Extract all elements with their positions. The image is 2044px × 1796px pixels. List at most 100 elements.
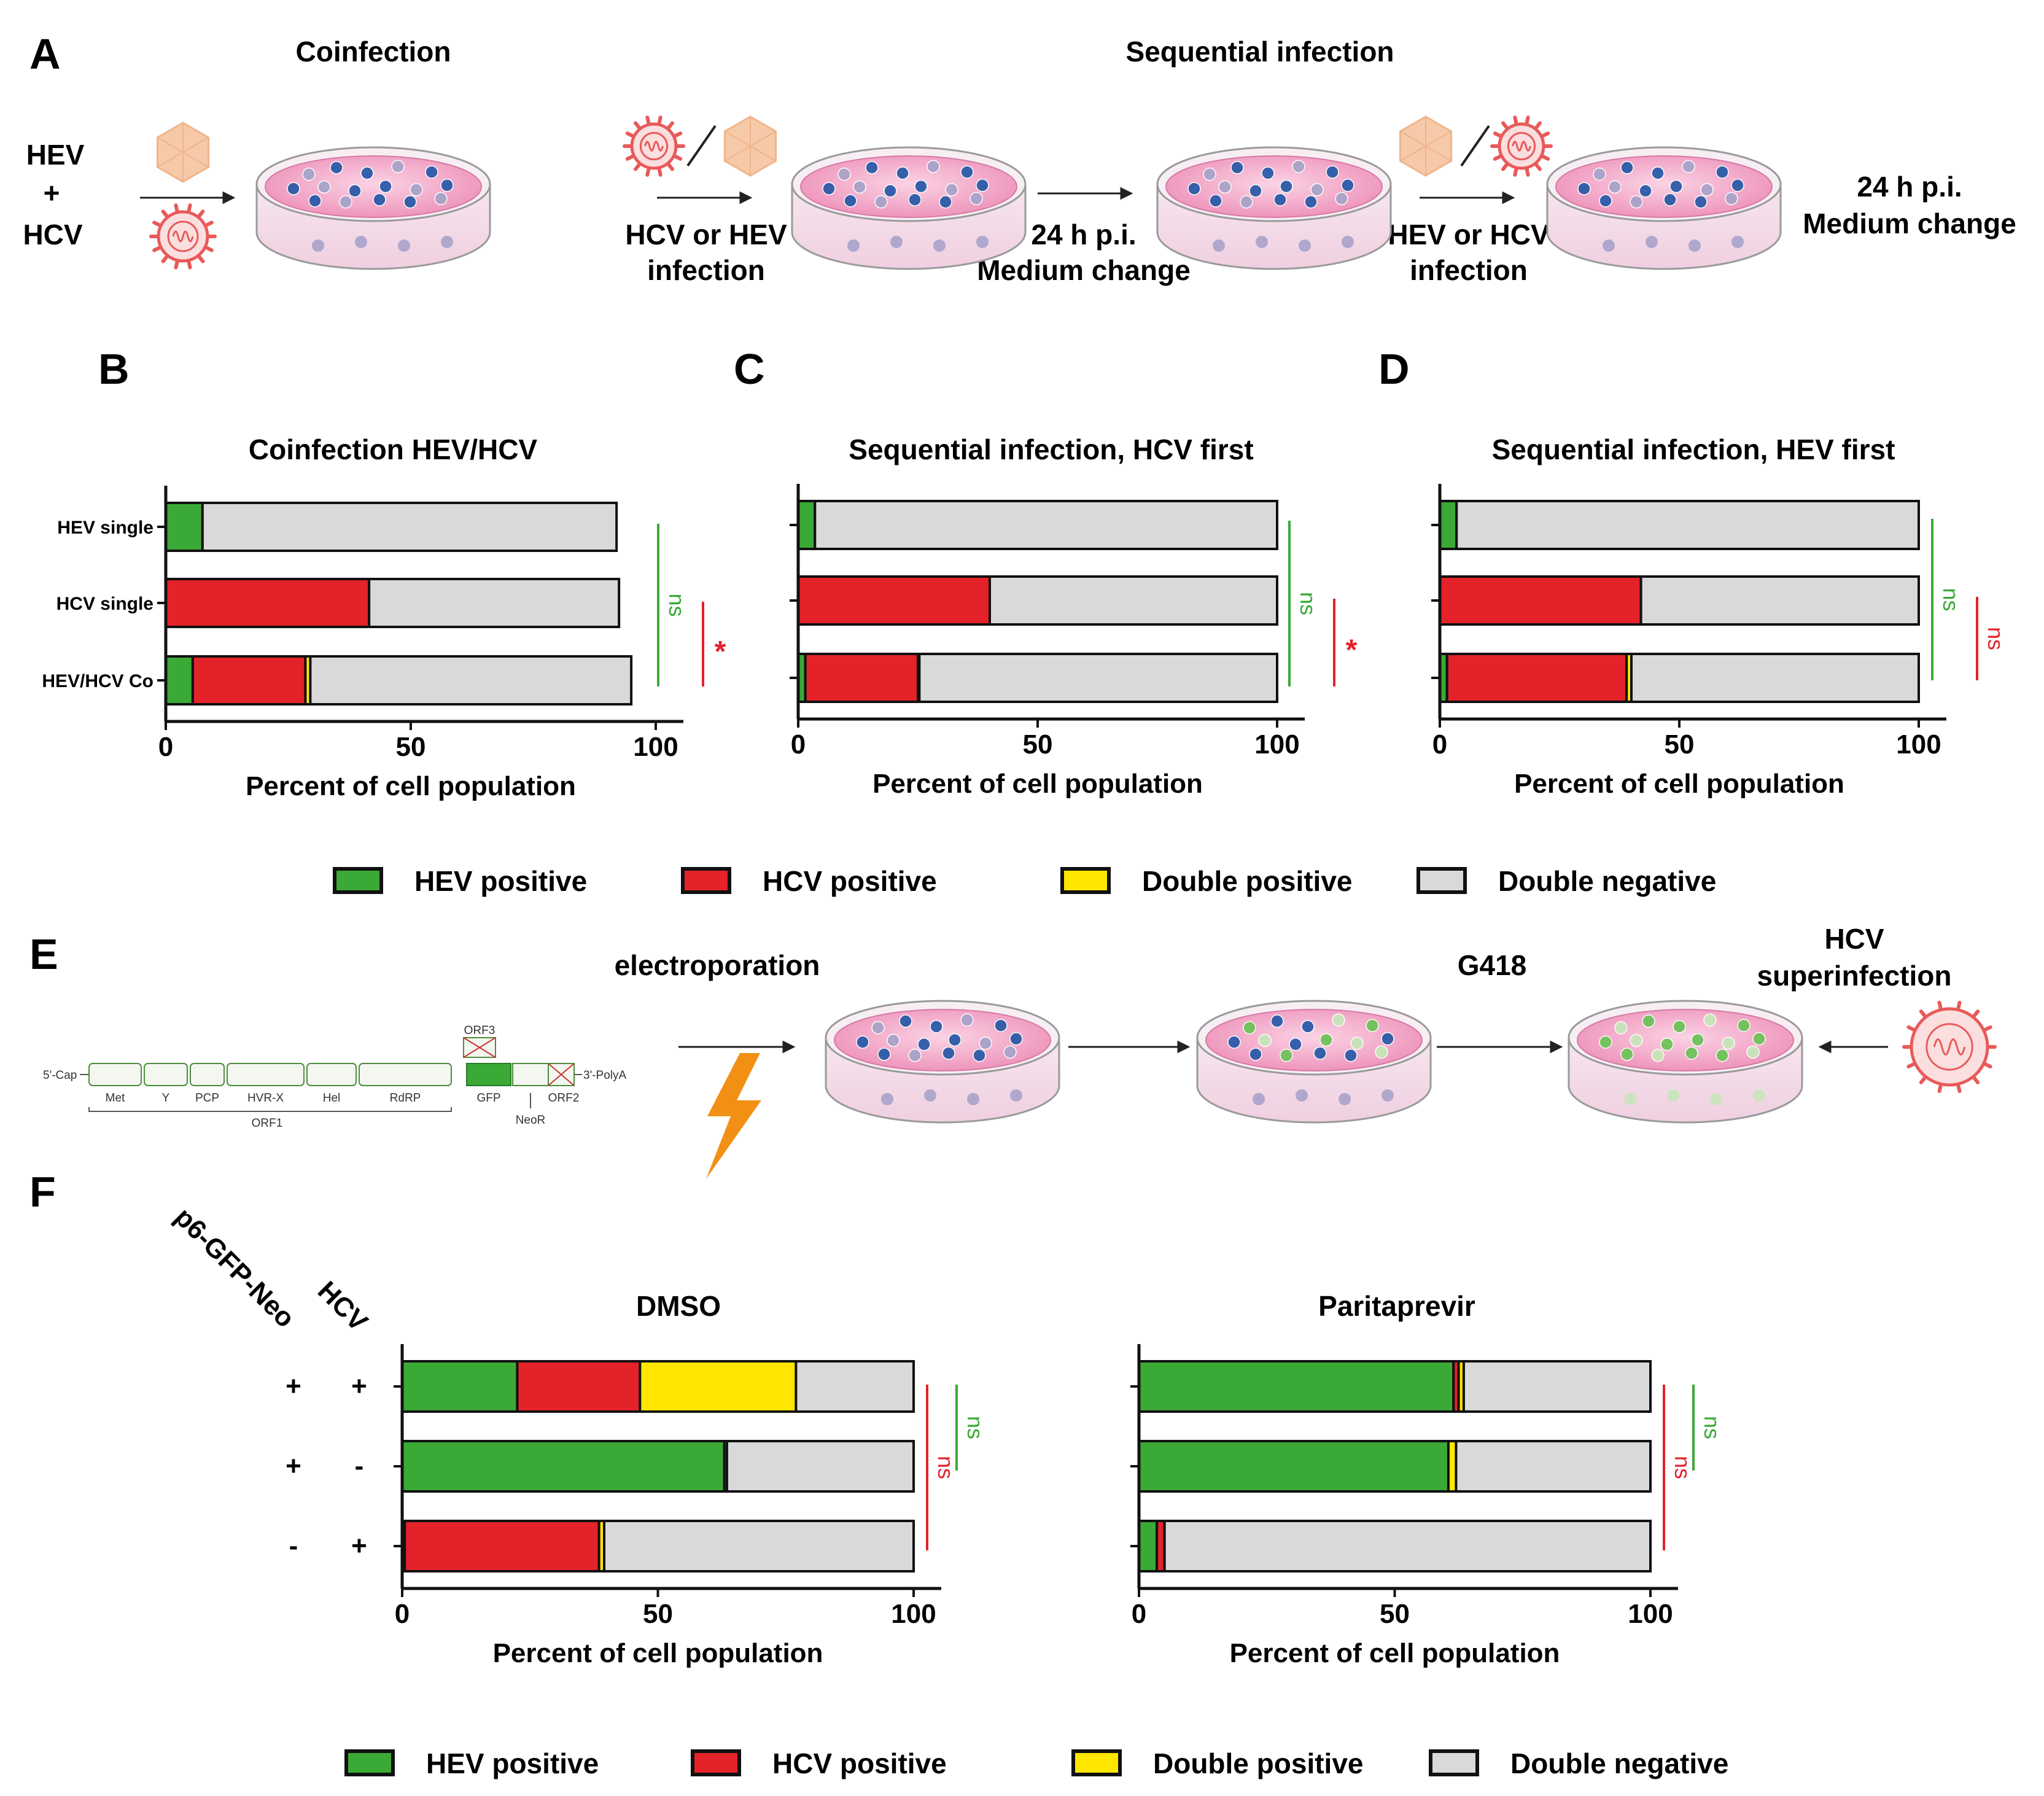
dish-coinfection [255,146,491,270]
cell [1381,1089,1394,1102]
orf2-label: ORF2 [548,1092,580,1105]
arrows-a [140,187,1515,204]
cell [1203,168,1216,181]
cell [1716,165,1729,179]
cell [440,179,454,192]
chart-title: Coinfection HEV/HCV [249,433,538,465]
cell [360,166,374,180]
cell [391,160,405,173]
hcv-superinfection-line1: HCV [1824,923,1884,955]
panel-e-letter: E [29,930,58,978]
cell [1700,183,1714,196]
cell [410,183,423,196]
neor-label: NeoR [516,1114,546,1127]
genome-domain-label: Hel [323,1092,341,1105]
cell [939,195,952,209]
hcv-virion-icon [1902,1000,1997,1094]
genome-domain-label: Y [162,1092,170,1105]
bar-segment-hcv-positive [191,655,307,706]
arrows-e [678,1040,1888,1054]
step4-line1: 24 h p.i. [1857,171,1962,203]
cell [287,182,300,195]
cell [1752,1032,1766,1046]
gfp-box [466,1063,511,1086]
hcv-header: HCV [312,1275,374,1337]
cell [1669,179,1683,193]
legend-swatch [1429,1749,1479,1776]
cell [917,1038,931,1051]
cell [899,1014,912,1028]
cell [1691,1033,1704,1047]
cell [1289,1038,1302,1051]
bar-segment-double-negative [309,655,633,706]
cell [945,183,958,196]
cap-label: 5'-Cap [43,1069,77,1082]
cell [302,168,316,181]
cell [1253,1093,1265,1105]
cell [1639,184,1652,198]
cell [853,180,866,194]
cell [1725,192,1738,206]
legend-swatch [681,867,731,894]
cell [1304,195,1318,209]
cell [1651,1049,1665,1062]
cell [1344,1049,1358,1062]
cell [1722,1036,1735,1050]
genome-domain-label: HVR-X [247,1092,284,1105]
bar-segment-hev-positive [401,1440,726,1493]
cell [967,1093,979,1105]
hev-virion-icon [1399,115,1453,177]
category-label: HEV single [57,518,153,538]
legend-swatch [1071,1749,1122,1776]
slash [686,125,717,167]
cell [960,1013,974,1027]
cell [1301,1020,1315,1033]
cell [1273,193,1287,206]
cell [1375,1045,1388,1059]
chart-title: DMSO [636,1290,721,1322]
cell [1310,183,1324,196]
hev-virion-icon [723,115,777,177]
cell [373,193,386,206]
orf3-label: ORF3 [464,1024,495,1037]
bar-segment-double-negative [1163,1520,1652,1572]
row-sign-hcv: - [355,1451,364,1481]
x-axis-label: Percent of cell population [1230,1638,1560,1668]
bar-segment-double-negative [725,1440,915,1493]
x-tick-label: 50 [1023,729,1053,760]
cell [1258,1033,1272,1048]
bar-segment-hcv-positive [797,575,991,626]
cell [1599,194,1612,208]
x-tick-label: 50 [1665,729,1695,760]
cell [1339,1093,1351,1105]
cell [1620,161,1634,174]
bar-segment-hcv-positive [1445,653,1628,703]
cell [1313,1046,1327,1060]
bar-segment-hev-positive [165,502,204,552]
chart-title: Sequential infection, HCV first [849,433,1253,465]
row-sign-p6: + [286,1451,301,1481]
hev-virion-icon [156,122,210,183]
step2-line1: 24 h p.i. [1031,219,1136,251]
legend-label: Double positive [1153,1747,1363,1779]
bar-segment-double-negative [1455,1440,1652,1493]
cell [348,184,362,198]
significance-label: ns [1700,1416,1725,1439]
cell [890,236,903,248]
cell [1187,182,1201,195]
cell [933,239,946,252]
cell [355,236,367,248]
cell [948,1033,962,1047]
legend-item: Double negative [1416,865,1716,897]
bar-segment-double-negative [1630,653,1920,703]
row-sign-p6: + [286,1371,301,1401]
significance-label: ns [1983,627,2008,650]
dish-superinfection [1568,1000,1803,1124]
step3-line1: HEV or HCV [1388,219,1550,251]
cell [1731,179,1744,192]
slash [1460,125,1490,167]
bar-segment-double-negative [1639,575,1921,626]
legend-label: HCV positive [763,865,937,897]
